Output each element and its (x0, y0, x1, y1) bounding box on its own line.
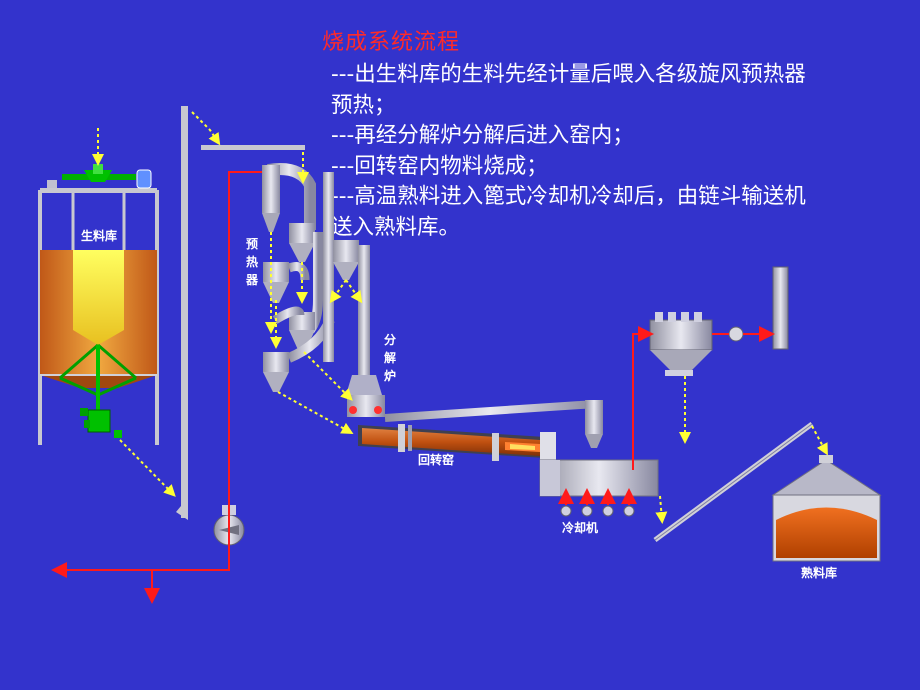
tertiary-air-duct (384, 400, 603, 448)
kiln-label: 回转窑 (418, 452, 454, 467)
preheater-label-char: 预 (246, 237, 258, 251)
description-line: 送入熟料库。 (331, 214, 461, 240)
calciner-label-char: 分 (384, 332, 396, 347)
exhaust-fan (712, 326, 744, 342)
clinker-silo-label: 熟料库 (801, 565, 837, 580)
calciner: 分 解 炉 (323, 172, 396, 417)
silo-top-feeder (47, 164, 152, 189)
raw-meal-silo: 生料库 (38, 188, 159, 445)
clinker-silo: 熟料库 (771, 455, 882, 580)
chimney-stack (772, 266, 789, 350)
chain-bucket-conveyor (653, 421, 814, 543)
process-description: ---出生料库的生料先经计量后喂入各级旋风预热器 预热； ---再经分解炉分解后… (331, 60, 916, 243)
material-flow-lines (92, 111, 828, 524)
preheater-label-char: 热 (246, 254, 258, 269)
dust-collector (649, 312, 713, 376)
diagram-title: 烧成系统流程 (322, 30, 461, 55)
bucket-elevator (176, 106, 305, 520)
description-line: ---高温熟料进入篦式冷却机冷却后，由链斗输送机 (331, 184, 806, 209)
gas-flow-lines (51, 171, 775, 604)
description-line: ---回转窑内物料烧成； (331, 153, 548, 179)
grate-cooler: 冷却机 (539, 459, 659, 535)
silo-discharge-unit (80, 408, 122, 438)
calciner-label-char: 解 (384, 350, 396, 365)
preheater-label-char: 器 (245, 273, 259, 287)
raw-silo-label: 生料库 (81, 228, 117, 243)
preheater-tower: 预 热 器 (245, 163, 335, 392)
description-line: 预热； (331, 92, 396, 118)
rotary-kiln: 回转窑 (358, 424, 556, 467)
calciner-label-char: 炉 (384, 368, 396, 383)
description-line: ---出生料库的生料先经计量后喂入各级旋风预热器 (331, 62, 806, 87)
description-line: ---再经分解炉分解后进入窑内； (331, 123, 634, 148)
cooler-label: 冷却机 (562, 520, 598, 535)
